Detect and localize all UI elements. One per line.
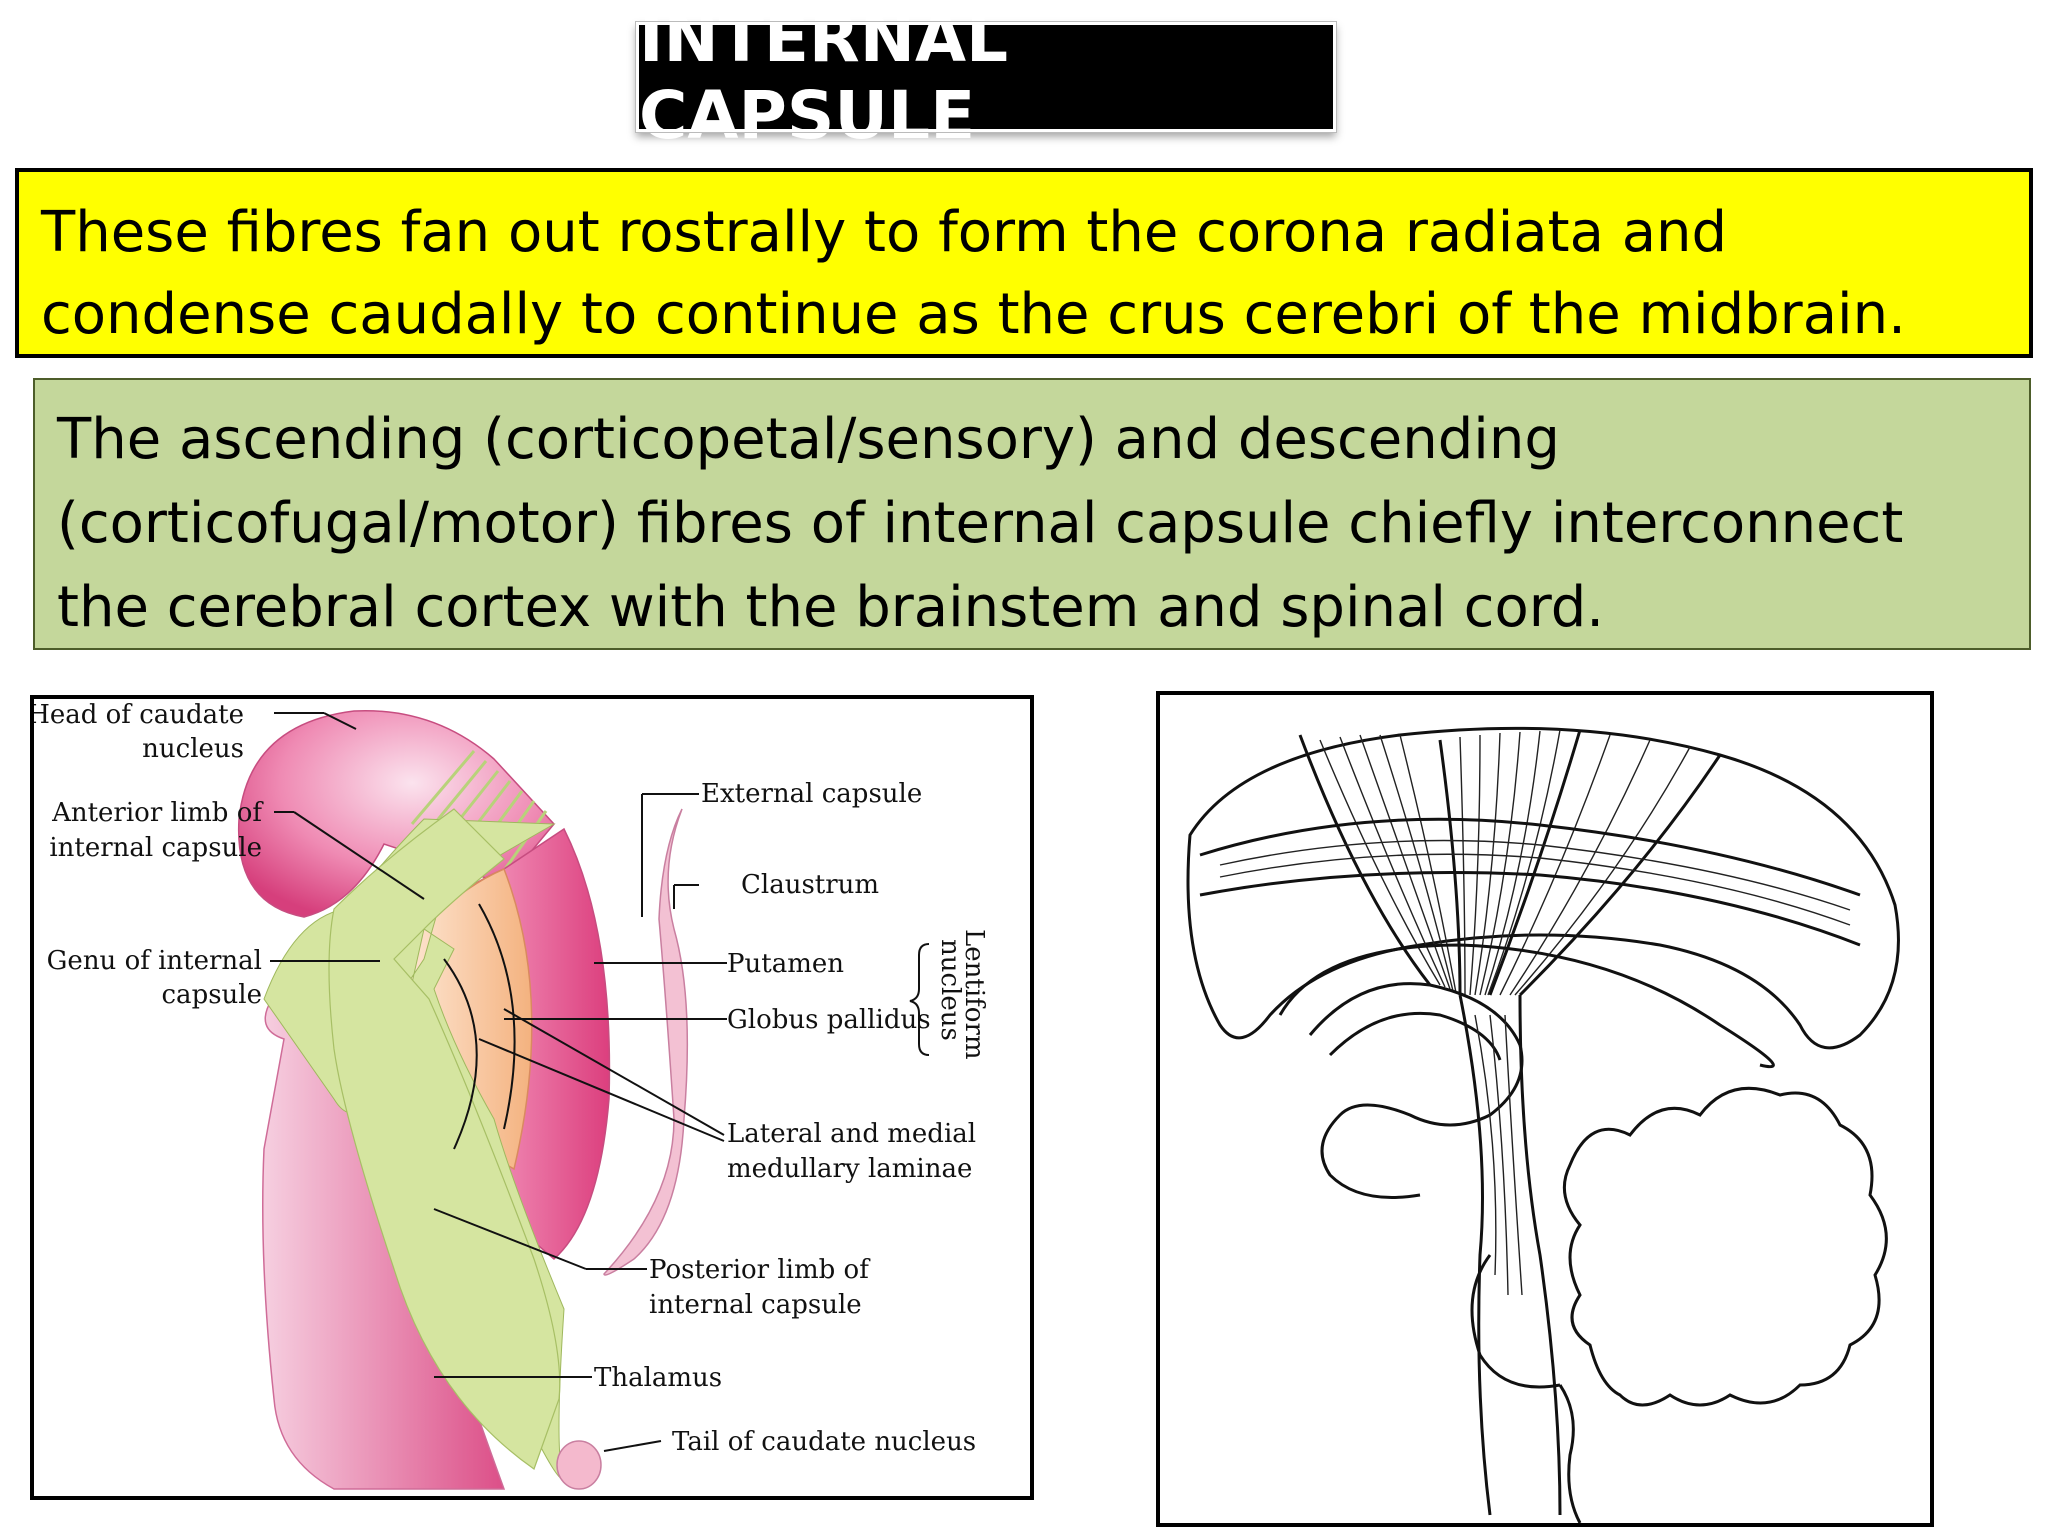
lamina-curve-2 xyxy=(443,958,478,1150)
leader-lines xyxy=(270,712,727,1452)
diagram-svg: Head of caudate nucleus Anterior limb of… xyxy=(34,700,989,1490)
band-hatching xyxy=(1219,839,1851,926)
label-genu-1: Genu of internal xyxy=(47,946,262,976)
lower-arch xyxy=(1278,943,1775,1069)
label-lentiform-1: Lentiform xyxy=(959,929,989,1060)
label-globus-pallidus: Globus pallidus xyxy=(727,1005,931,1035)
cerebellum-outline xyxy=(1562,1086,1888,1407)
lentiform-brace xyxy=(909,943,930,1056)
horizontal-fibre-band xyxy=(1199,817,1861,947)
label-thalamus: Thalamus xyxy=(594,1363,722,1393)
label-tail-of-caudate: Tail of caudate nucleus xyxy=(672,1427,976,1457)
label-head-of-caudate-2: nucleus xyxy=(142,734,244,764)
label-external-capsule: External capsule xyxy=(701,779,922,809)
label-posterior-limb-2: internal capsule xyxy=(649,1290,862,1320)
label-anterior-limb-2: internal capsule xyxy=(49,833,262,863)
label-putamen: Putamen xyxy=(727,949,844,979)
caudate-tail-shape xyxy=(556,1440,602,1490)
yellow-text-box: These fibres fan out rostrally to form t… xyxy=(15,168,2033,358)
label-lentiform-2: nucleus xyxy=(935,939,965,1041)
label-claustrum: Claustrum xyxy=(741,870,879,900)
lower-bulge xyxy=(1470,1254,1561,1389)
label-genu-2: capsule xyxy=(162,980,263,1010)
temporal-loop xyxy=(1308,982,1524,1199)
internal-capsule-body xyxy=(328,808,561,1470)
sketch-svg xyxy=(1186,726,1900,1523)
yellow-text: These fibres fan out rostrally to form t… xyxy=(41,200,1906,347)
label-head-of-caudate-1: Head of caudate xyxy=(34,700,244,730)
hemisphere-outline xyxy=(1186,726,1900,1050)
brainstem-hatching xyxy=(1474,1014,1523,1296)
claustrum-shape xyxy=(603,808,689,1276)
label-laminae-2: medullary laminae xyxy=(727,1154,972,1184)
green-text-box: The ascending (corticopetal/sensory) and… xyxy=(33,378,2031,650)
green-text: The ascending (corticopetal/sensory) and… xyxy=(57,407,1904,640)
corona-radiata-fibres xyxy=(1298,729,1722,997)
label-posterior-limb-1: Posterior limb of xyxy=(649,1255,871,1285)
slide-title: INTERNAL CAPSULE xyxy=(635,0,1337,154)
label-laminae-1: Lateral and medial xyxy=(727,1119,976,1149)
corona-radiata-sketch xyxy=(1156,691,1934,1527)
lamina-curve-1 xyxy=(478,903,516,1130)
label-anterior-limb-1: Anterior limb of xyxy=(51,798,264,828)
fan-hatching xyxy=(1319,729,1691,996)
internal-capsule-diagram: Head of caudate nucleus Anterior limb of… xyxy=(30,695,1034,1500)
brainstem-outline xyxy=(1458,994,1562,1516)
